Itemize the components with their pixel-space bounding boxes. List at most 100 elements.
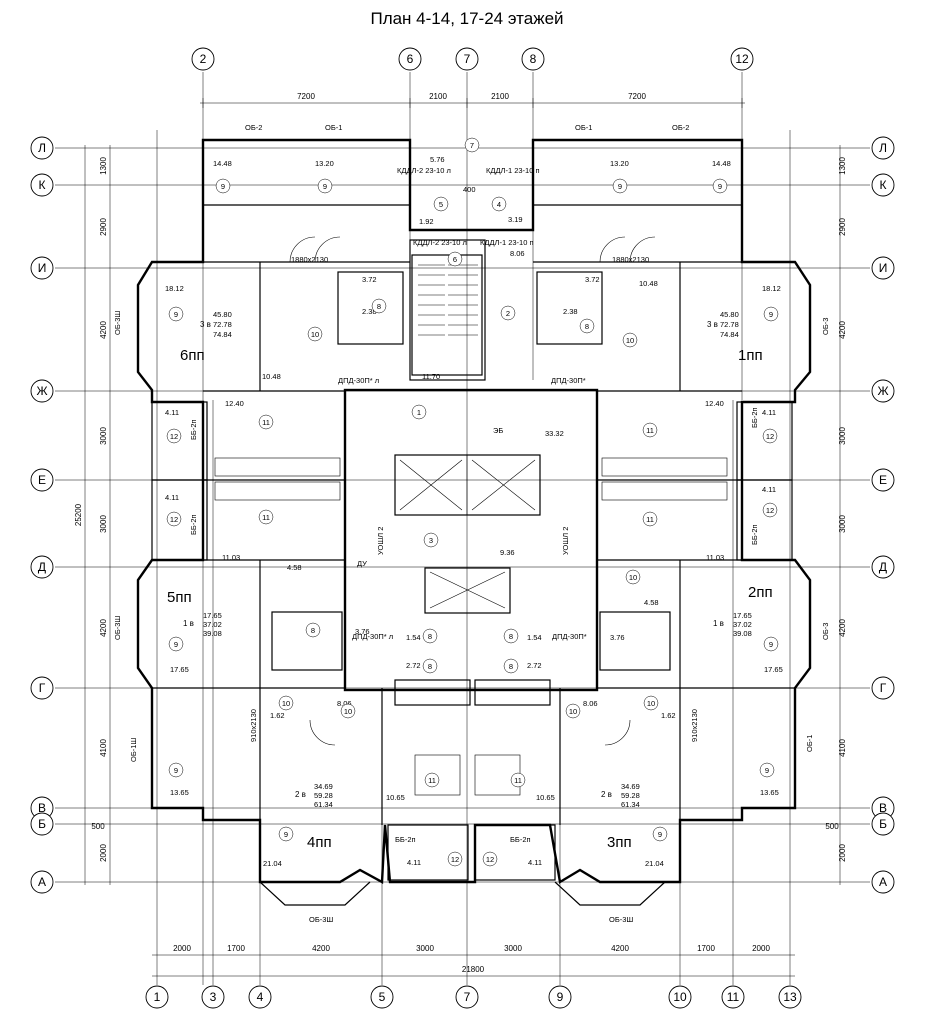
dim-bot-1: 2000 xyxy=(173,944,191,953)
area-label: 3.19 xyxy=(508,215,523,224)
apt3-a: 34.69 xyxy=(621,782,640,791)
area-label: 3.76 xyxy=(610,633,625,642)
axis-left-E: Е xyxy=(38,473,46,487)
svg-text:9: 9 xyxy=(323,182,327,191)
label-text: ДПД-30П* xyxy=(552,632,587,641)
area-label: 13.65 xyxy=(170,788,189,797)
dim-top-2: 2100 xyxy=(429,92,447,101)
area-label: 10.65 xyxy=(536,793,555,802)
area-label: 1.54 xyxy=(527,633,542,642)
apt6-c: 74.84 xyxy=(213,330,232,339)
axis-right-V: В xyxy=(879,801,887,815)
area-label: 18.12 xyxy=(762,284,781,293)
axis-left-Zh: Ж xyxy=(36,384,47,398)
apt3-b: 59.28 xyxy=(621,791,640,800)
label-text: ББ-2п xyxy=(189,419,198,440)
apt2-a: 17.65 xyxy=(733,611,752,620)
svg-text:9: 9 xyxy=(284,830,288,839)
area-label: 4.11 xyxy=(407,858,421,867)
label-text: ОБ-3Ш xyxy=(609,915,633,924)
axis-bottom-13: 13 xyxy=(783,990,797,1004)
apt2-type: 1 в xyxy=(713,619,724,628)
room-numbers: 9 9 9 9 7 5 4 6 2 1 3 9 9 10 10 11 11 11… xyxy=(166,137,779,867)
area-label: 10.48 xyxy=(262,372,281,381)
svg-text:11: 11 xyxy=(262,418,270,427)
label-text: ОБ-2 xyxy=(245,123,262,132)
svg-text:3: 3 xyxy=(429,536,433,545)
axis-right-L: Л xyxy=(879,141,887,155)
label-text: УОШЛ 2 xyxy=(561,527,570,555)
label-text: ББ-2п xyxy=(750,407,759,428)
axis-left-K: К xyxy=(39,178,46,192)
dim-left-9: 2000 xyxy=(99,844,108,862)
axis-left-L: Л xyxy=(38,141,46,155)
apt3-c: 61.34 xyxy=(621,800,640,809)
apartment-info: 3 в 45.80 72.78 74.84 3 в 45.80 72.78 74… xyxy=(183,310,752,809)
area-label: 17.65 xyxy=(170,665,189,674)
dim-left-1: 1300 xyxy=(99,157,108,175)
svg-text:8: 8 xyxy=(377,302,381,311)
svg-text:7: 7 xyxy=(470,141,474,150)
apt5-a: 17.65 xyxy=(203,611,222,620)
dim-top-4: 7200 xyxy=(628,92,646,101)
label-text: 1880х2130 xyxy=(291,255,328,264)
right-dimensions: 1300 2900 4200 3000 3000 4200 4100 500 2… xyxy=(825,145,847,885)
axis-left-B: Б xyxy=(38,817,46,831)
area-label: 1.92 xyxy=(419,217,434,226)
label-text: ДПД-30П* л xyxy=(352,632,393,641)
apt-name-2: 2пп xyxy=(748,584,773,601)
axis-right-G: Г xyxy=(880,681,887,695)
dim-left-8: 500 xyxy=(91,822,105,831)
area-label: 12.40 xyxy=(225,399,244,408)
axis-top-2: 2 xyxy=(200,52,207,66)
label-text: 910х2130 xyxy=(249,709,258,742)
axis-left-A: А xyxy=(38,875,46,889)
axis-top-12: 12 xyxy=(735,52,749,66)
axis-left-V: В xyxy=(38,801,46,815)
apt-name-1: 1пп xyxy=(738,347,763,364)
svg-text:12: 12 xyxy=(486,855,494,864)
svg-text:12: 12 xyxy=(766,506,774,515)
area-label: 11.70 xyxy=(422,372,440,381)
label-text: ОБ-2 xyxy=(672,123,689,132)
room-areas: 14.48 13.20 5.76 13.20 14.48 18.12 18.12… xyxy=(165,155,783,868)
axis-left-I: И xyxy=(38,261,47,275)
svg-text:9: 9 xyxy=(658,830,662,839)
dim-right-1: 1300 xyxy=(838,157,847,175)
label-text: ОБ-3Ш xyxy=(309,915,333,924)
axis-bottom-1: 1 xyxy=(154,990,161,1004)
svg-text:12: 12 xyxy=(451,855,459,864)
plan-title: План 4-14, 17-24 этажей xyxy=(370,9,563,28)
area-label: 4.11 xyxy=(165,408,179,417)
bottom-dimensions: 2000 1700 4200 3000 3000 4200 1700 2000 … xyxy=(152,944,795,977)
apt1-b: 72.78 xyxy=(720,320,739,329)
svg-text:11: 11 xyxy=(262,513,270,522)
axis-bottom-4: 4 xyxy=(257,990,264,1004)
svg-text:8: 8 xyxy=(428,662,432,671)
label-text: УОШЛ 2 xyxy=(376,527,385,555)
dim-right-5: 3000 xyxy=(838,515,847,533)
label-text: ОБ-1 xyxy=(325,123,342,132)
area-label: 33.32 xyxy=(545,429,564,438)
svg-text:9: 9 xyxy=(174,640,178,649)
label-text: ОБ-3 xyxy=(821,318,830,335)
axis-top-8: 8 xyxy=(530,52,537,66)
svg-text:9: 9 xyxy=(174,310,178,319)
area-label: 2.38 xyxy=(362,307,377,316)
apt5-c: 39.08 xyxy=(203,629,222,638)
svg-text:5: 5 xyxy=(439,200,443,209)
axis-bottom-7: 7 xyxy=(464,990,471,1004)
label-text: 1880х2130 xyxy=(612,255,649,264)
label-text: КДДЛ-2 23-10 л xyxy=(397,166,451,175)
svg-text:8: 8 xyxy=(311,626,315,635)
svg-text:10: 10 xyxy=(569,707,577,716)
svg-text:10: 10 xyxy=(344,707,352,716)
axis-right-A: А xyxy=(879,875,887,889)
axis-bottom-5: 5 xyxy=(379,990,386,1004)
svg-text:11: 11 xyxy=(646,515,654,524)
axis-right-K: К xyxy=(880,178,887,192)
dim-right-2: 2900 xyxy=(838,218,847,236)
apt6-type: 3 в xyxy=(200,320,211,329)
label-text: ОБ-3Ш xyxy=(113,311,122,335)
area-label: 17.65 xyxy=(764,665,783,674)
